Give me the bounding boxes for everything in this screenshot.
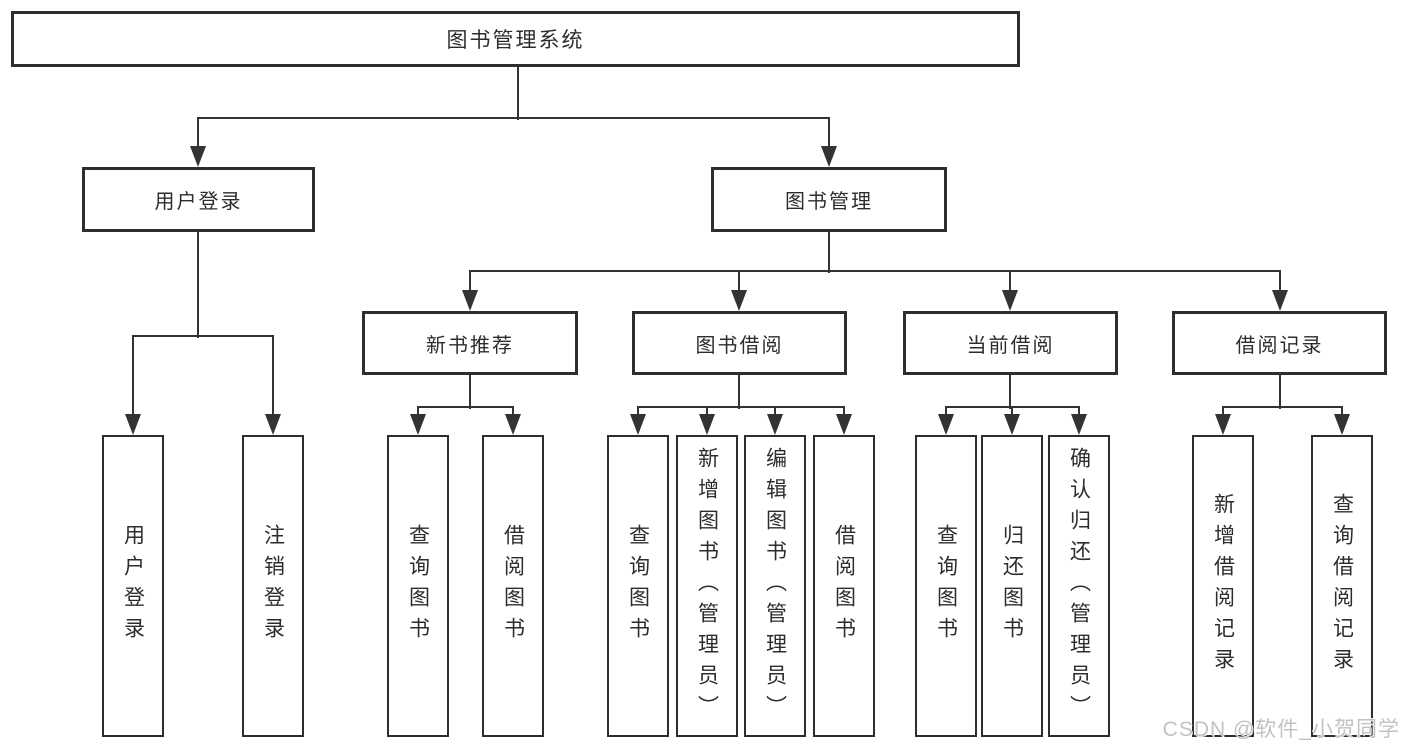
node-label: 新增图书（管理员）	[695, 446, 719, 726]
connector-line	[1078, 407, 1080, 417]
connector-line	[469, 270, 1281, 272]
node-borrow-books-leaf: 借阅图书	[813, 435, 875, 737]
arrow-down-icon	[1004, 414, 1020, 435]
connector-line	[1222, 407, 1224, 417]
arrow-down-icon	[462, 290, 478, 311]
arrow-down-icon	[1071, 414, 1087, 435]
node-label: 当前借阅	[966, 334, 1055, 357]
node-edit-book-admin: 编辑图书（管理员）	[744, 435, 806, 737]
node-label: 归还图书	[1000, 524, 1024, 648]
node-book-management: 图书管理	[711, 167, 947, 232]
node-label: 借阅图书	[501, 524, 525, 648]
connector-line	[512, 407, 514, 417]
arrow-down-icon	[1215, 414, 1231, 435]
connector-line	[738, 375, 740, 409]
node-new-book-recommend: 新书推荐	[362, 311, 578, 375]
node-label: 编辑图书（管理员）	[763, 446, 787, 726]
node-user-login-leaf: 用户登录	[102, 435, 164, 737]
arrow-down-icon	[1272, 290, 1288, 311]
connector-line	[843, 407, 845, 417]
node-add-borrow-record: 新增借阅记录	[1192, 435, 1254, 737]
arrow-down-icon	[1334, 414, 1350, 435]
connector-line	[774, 407, 776, 417]
connector-line	[637, 407, 639, 417]
connector-line	[738, 271, 740, 293]
arrow-down-icon	[265, 414, 281, 435]
arrow-down-icon	[699, 414, 715, 435]
connector-line	[1222, 406, 1343, 408]
connector-line	[132, 336, 134, 417]
connector-line	[828, 232, 830, 273]
connector-line	[469, 375, 471, 409]
node-label: 注销登录	[261, 524, 285, 648]
connector-line	[272, 336, 274, 417]
node-label: 查询图书	[406, 524, 430, 648]
node-query-borrow-record: 查询借阅记录	[1311, 435, 1373, 737]
node-logout: 注销登录	[242, 435, 304, 737]
node-label: 确认归还（管理员）	[1067, 446, 1091, 726]
connector-line	[417, 407, 419, 417]
node-query-books-recommend: 查询图书	[387, 435, 449, 737]
node-library-system: 图书管理系统	[11, 11, 1020, 67]
connector-line	[132, 335, 274, 337]
arrow-down-icon	[938, 414, 954, 435]
node-borrowing-records: 借阅记录	[1172, 311, 1387, 375]
connector-line	[1011, 407, 1013, 417]
node-label: 借阅图书	[832, 524, 856, 648]
connector-line	[1009, 375, 1011, 409]
arrow-down-icon	[505, 414, 521, 435]
node-label: 查询图书	[934, 524, 958, 648]
node-label: 图书管理	[785, 191, 873, 213]
arrow-down-icon	[410, 414, 426, 435]
connector-line	[706, 407, 708, 417]
arrow-down-icon	[190, 146, 206, 167]
node-label: 图书借阅	[695, 334, 784, 357]
node-borrow-books-recommend: 借阅图书	[482, 435, 544, 737]
connector-line	[469, 271, 471, 293]
node-label: 用户登录	[154, 191, 243, 213]
connector-line	[637, 406, 845, 408]
node-label: 用户登录	[121, 524, 145, 648]
node-label: 查询借阅记录	[1330, 493, 1354, 679]
node-query-books-borrowing: 查询图书	[607, 435, 669, 737]
connector-line	[1341, 407, 1343, 417]
node-label: 图书管理系统	[446, 29, 585, 52]
csdn-watermark: CSDN @软件_小贺同学	[1162, 718, 1400, 741]
connector-line	[197, 232, 199, 338]
arrow-down-icon	[767, 414, 783, 435]
connector-line	[417, 406, 514, 408]
node-return-book: 归还图书	[981, 435, 1043, 737]
node-query-books-current: 查询图书	[915, 435, 977, 737]
connector-line	[197, 117, 830, 119]
arrow-down-icon	[821, 146, 837, 167]
node-confirm-return-admin: 确认归还（管理员）	[1048, 435, 1110, 737]
connector-line	[945, 407, 947, 417]
node-label: 新增借阅记录	[1211, 493, 1235, 679]
arrow-down-icon	[836, 414, 852, 435]
arrow-down-icon	[125, 414, 141, 435]
arrow-down-icon	[1002, 290, 1018, 311]
node-label: 借阅记录	[1235, 334, 1324, 357]
connector-line	[1279, 271, 1281, 293]
connector-line	[197, 118, 199, 149]
connector-line	[1279, 375, 1281, 409]
connector-line	[517, 67, 519, 120]
node-label: 新书推荐	[426, 334, 514, 357]
node-user-login: 用户登录	[82, 167, 315, 232]
arrow-down-icon	[630, 414, 646, 435]
connector-line	[828, 118, 830, 149]
node-add-book-admin: 新增图书（管理员）	[676, 435, 738, 737]
connector-line	[1009, 271, 1011, 293]
node-book-borrowing: 图书借阅	[632, 311, 847, 375]
node-label: 查询图书	[626, 524, 650, 648]
arrow-down-icon	[731, 290, 747, 311]
node-current-borrowing: 当前借阅	[903, 311, 1118, 375]
